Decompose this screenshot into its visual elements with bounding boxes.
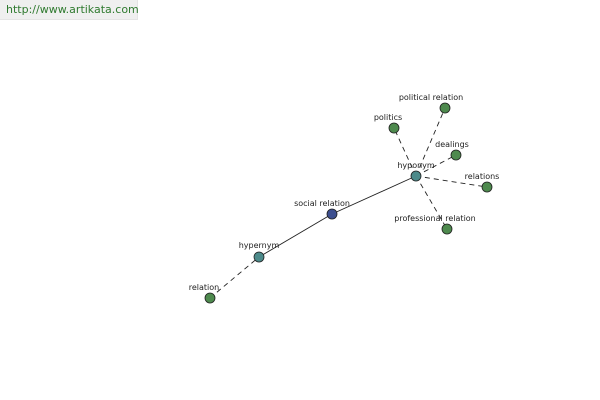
- edge-social-relation-hyponym: [331, 175, 417, 215]
- nodes-layer: [204, 102, 493, 304]
- node-dealings[interactable]: [450, 149, 462, 161]
- edge-hyponym-dealings: [415, 154, 457, 177]
- node-label-political-relation: political relation: [399, 93, 463, 102]
- node-hyponym[interactable]: [410, 170, 422, 182]
- watermark-url[interactable]: http://www.artikata.com: [0, 0, 139, 20]
- edge-hypernym-social-relation: [258, 213, 333, 258]
- node-relation[interactable]: [204, 292, 216, 304]
- edge-hyponym-political-relation: [415, 107, 446, 177]
- node-label-dealings: dealings: [435, 140, 469, 149]
- node-label-social-relation: social relation: [294, 199, 350, 208]
- node-label-relation: relation: [189, 283, 219, 292]
- edge-hyponym-professional-relation: [415, 175, 448, 230]
- node-label-relations: relations: [465, 172, 500, 181]
- node-label-hyponym: hyponym: [397, 161, 435, 170]
- edge-relation-hypernym: [209, 256, 260, 299]
- node-hypernym[interactable]: [253, 251, 265, 263]
- node-label-professional-relation: professional relation: [394, 214, 476, 223]
- edge-hyponym-relations: [415, 175, 488, 188]
- node-politics[interactable]: [388, 122, 400, 134]
- node-professional-relation[interactable]: [441, 223, 453, 235]
- node-label-hypernym: hypernym: [239, 241, 280, 250]
- node-political-relation[interactable]: [439, 102, 451, 114]
- node-label-politics: politics: [374, 113, 402, 122]
- node-social-relation[interactable]: [326, 208, 338, 220]
- labels-layer: relation hypernym social relation hyponym po…: [189, 93, 500, 292]
- edges-layer: [209, 107, 488, 299]
- node-relations[interactable]: [481, 181, 493, 193]
